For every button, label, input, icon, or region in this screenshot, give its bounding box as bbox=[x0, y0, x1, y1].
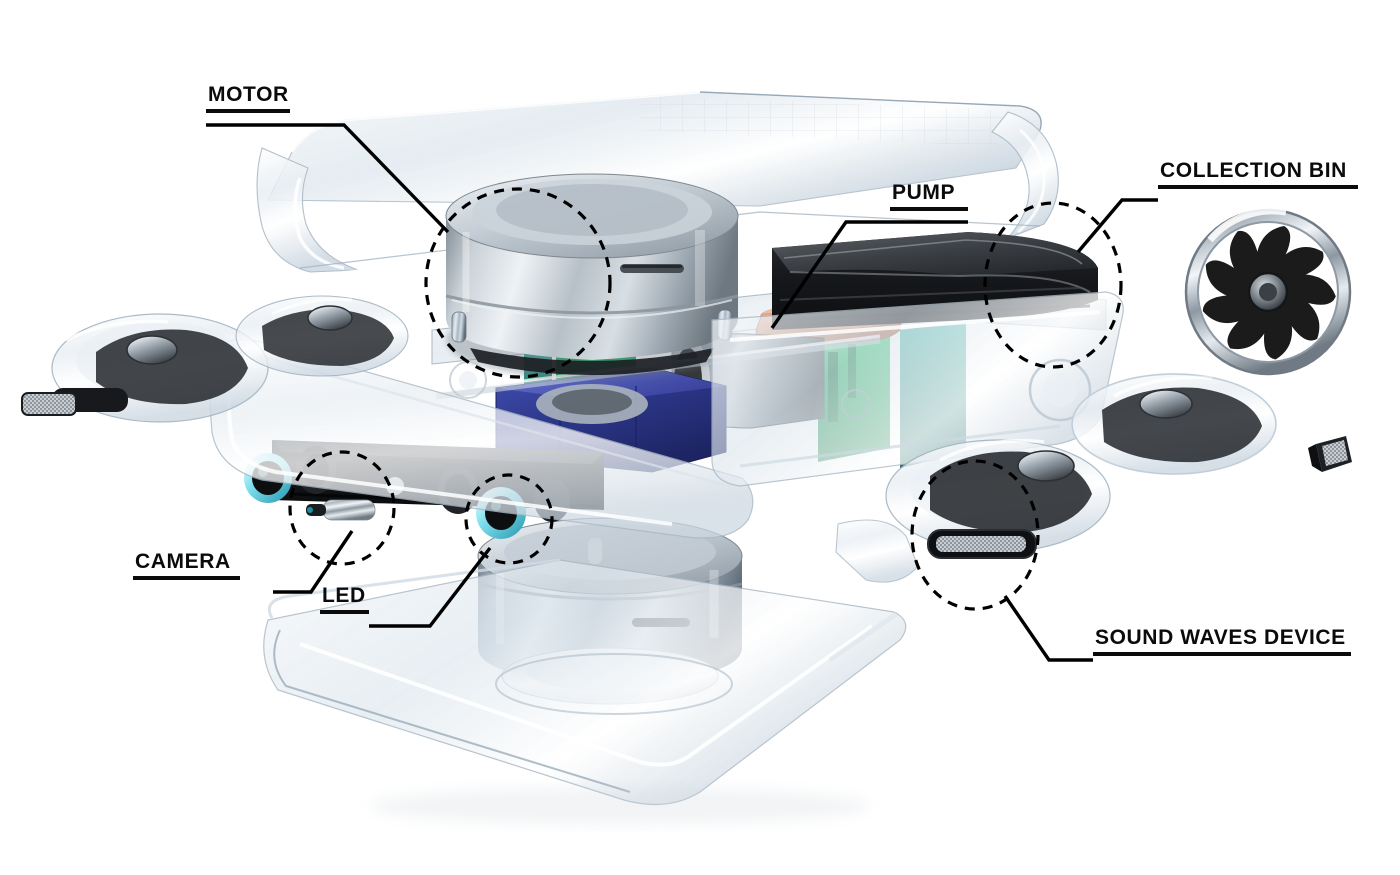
callout-led[interactable]: LED bbox=[320, 584, 369, 615]
callout-label-collection-bin: COLLECTION BIN bbox=[1160, 159, 1347, 182]
callout-rule-pump bbox=[890, 207, 968, 212]
detached-module bbox=[1308, 436, 1352, 472]
callout-motor[interactable]: MOTOR bbox=[206, 83, 291, 114]
callout-rule-motor bbox=[206, 109, 290, 114]
callout-rule-collection-bin bbox=[1158, 185, 1358, 190]
callout-camera[interactable]: CAMERA bbox=[133, 550, 240, 581]
rotor-pod-rear-left bbox=[235, 295, 409, 377]
callout-rule-led bbox=[320, 610, 369, 615]
callout-pump[interactable]: PUMP bbox=[890, 181, 968, 212]
callout-label-pump: PUMP bbox=[892, 181, 956, 204]
rotor-pod-rear-right bbox=[1071, 373, 1277, 475]
callout-label-sound-waves-device: SOUND WAVES DEVICE bbox=[1095, 626, 1346, 649]
callout-collection-bin[interactable]: COLLECTION BIN bbox=[1158, 159, 1358, 190]
callout-rule-camera bbox=[133, 576, 240, 581]
rotor-pod-front-left bbox=[21, 313, 269, 423]
callout-label-camera: CAMERA bbox=[135, 550, 231, 573]
upper-motor bbox=[445, 173, 739, 380]
callout-rule-sound-waves-device bbox=[1093, 652, 1351, 657]
callout-label-led: LED bbox=[322, 584, 366, 607]
callout-sound-waves-device[interactable]: SOUND WAVES DEVICE bbox=[1093, 626, 1351, 657]
impeller-fan bbox=[1184, 207, 1352, 376]
callout-label-motor: MOTOR bbox=[208, 83, 289, 106]
